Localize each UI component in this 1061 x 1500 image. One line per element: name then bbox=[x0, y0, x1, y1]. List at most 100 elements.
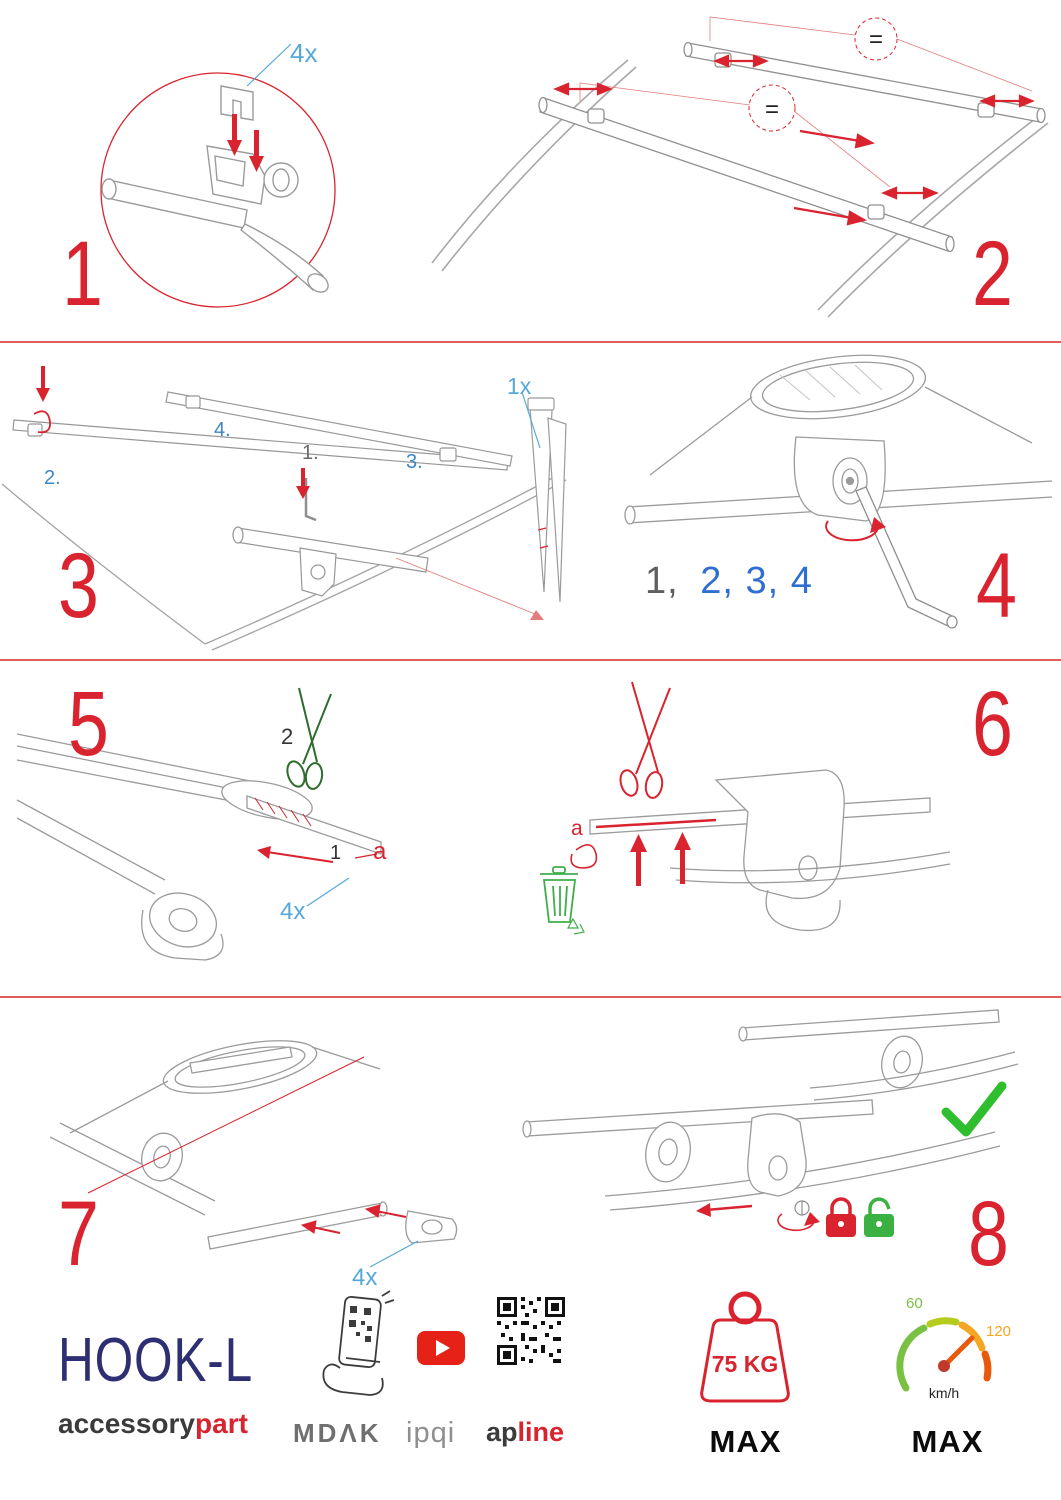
pointer-line bbox=[395, 557, 541, 617]
step4-illustration bbox=[624, 354, 1053, 629]
step2-illustration: = = bbox=[431, 16, 1049, 318]
a-pointer bbox=[354, 853, 378, 859]
speedometer-icon: 60 120 km/h bbox=[896, 1295, 1011, 1401]
crossbars bbox=[538, 41, 1046, 253]
weight-max-label: MAX bbox=[709, 1424, 782, 1459]
section-divider bbox=[0, 659, 1061, 661]
pull-arrow-head bbox=[257, 846, 271, 859]
speed-max-label: MAX bbox=[911, 1424, 984, 1459]
rotate-arrow bbox=[33, 410, 51, 434]
padlock-unlocked-icon bbox=[864, 1197, 894, 1237]
step3-sub4-label: 4. bbox=[214, 419, 231, 441]
push-arrow bbox=[705, 1204, 753, 1212]
step2-number: 2 bbox=[972, 223, 1013, 325]
qty-pointer-line bbox=[306, 877, 350, 907]
logo-ipqi: ipqi bbox=[406, 1417, 456, 1449]
alignment-line bbox=[87, 1056, 365, 1194]
scissors-icon bbox=[619, 681, 671, 799]
bar-bracket-drawing bbox=[589, 769, 951, 932]
hatch-lines bbox=[779, 364, 883, 401]
step7-number: 7 bbox=[58, 1183, 99, 1285]
step5-qty-label: 4x bbox=[280, 898, 306, 925]
rotate-arrow bbox=[825, 520, 880, 542]
strap-hatch bbox=[254, 797, 312, 827]
step5-pull-label: 1 bbox=[330, 842, 342, 864]
qr-code-icon bbox=[497, 1297, 565, 1365]
speed-low-label: 60 bbox=[906, 1295, 923, 1312]
recycle-icon bbox=[566, 917, 585, 935]
allen-key-drawing bbox=[855, 486, 958, 629]
equal-sign-mid: = bbox=[765, 96, 779, 123]
step3-sub1-label: 1. bbox=[302, 442, 319, 464]
insert-arrows bbox=[227, 114, 264, 172]
step4-seq-blue: 2, 3, 4 bbox=[700, 560, 813, 602]
step6-illustration bbox=[540, 681, 951, 935]
strap-line bbox=[595, 818, 717, 829]
logo-apline: apline bbox=[486, 1419, 564, 1446]
step1-qty-label: 4x bbox=[290, 38, 318, 68]
scissors-icon bbox=[286, 687, 332, 790]
brand-logo: accessorypart bbox=[58, 1410, 248, 1438]
rail-clamp-drawing bbox=[624, 354, 1053, 525]
section-divider bbox=[0, 996, 1061, 998]
pointer-head bbox=[530, 610, 544, 620]
weight-value: 75 KG bbox=[712, 1351, 778, 1377]
padlock-locked-icon bbox=[826, 1197, 856, 1237]
locked-assembly-drawing bbox=[522, 1009, 1019, 1211]
step5-a-label: a bbox=[373, 838, 387, 865]
step4-number: 4 bbox=[976, 535, 1017, 637]
step8-number: 8 bbox=[968, 1183, 1009, 1285]
step1-number: 1 bbox=[62, 223, 103, 325]
weight-icon: 75 KG bbox=[700, 1291, 790, 1403]
youtube-icon bbox=[417, 1331, 465, 1365]
rail-cap-drawing bbox=[49, 1040, 458, 1250]
cutoff-curl bbox=[570, 844, 598, 869]
speed-high-label: 120 bbox=[986, 1323, 1011, 1340]
logo-line: line bbox=[517, 1417, 565, 1447]
pull-arrow bbox=[266, 851, 334, 863]
allen-key-drawing bbox=[304, 478, 317, 522]
speed-unit-label: km/h bbox=[929, 1385, 959, 1401]
qty-pointer-line bbox=[369, 1240, 419, 1268]
roof-rails bbox=[431, 59, 1049, 318]
qty-pointer-line bbox=[521, 391, 541, 449]
step3-sub2-label: 2. bbox=[44, 467, 61, 489]
trash-bin-icon bbox=[540, 866, 578, 923]
logo-mdak: MDΛK bbox=[293, 1418, 382, 1448]
section-divider bbox=[0, 341, 1061, 343]
step4-sequence: 1, 2, 3, 4 bbox=[645, 560, 813, 603]
spacing-arrows bbox=[553, 54, 1035, 226]
rail-lines bbox=[16, 733, 266, 895]
key-rotate-arrow-head bbox=[804, 1212, 820, 1226]
logo-ap: ap bbox=[486, 1417, 518, 1447]
step8-illustration bbox=[522, 1009, 1019, 1237]
step6-number: 6 bbox=[972, 673, 1013, 775]
step3-sub3-label: 3. bbox=[406, 451, 423, 473]
step3-number: 3 bbox=[58, 535, 99, 637]
step3-illustration bbox=[1, 366, 567, 651]
step3-qty-label: 1x bbox=[507, 373, 532, 399]
step1-illustration bbox=[100, 43, 336, 308]
step5-illustration bbox=[16, 687, 382, 961]
rotate-arrow-head bbox=[870, 517, 886, 533]
strap-marks bbox=[537, 527, 549, 549]
equal-sign-top: = bbox=[869, 26, 883, 53]
step6-a-label: a bbox=[571, 817, 583, 840]
zoom-circle-icon bbox=[100, 72, 336, 308]
qty-pointer-line bbox=[246, 43, 292, 87]
step7-qty-label: 4x bbox=[352, 1264, 378, 1291]
phone-scan-icon bbox=[322, 1290, 395, 1396]
cap-insert-arrows bbox=[300, 1204, 407, 1234]
step5-number: 5 bbox=[68, 673, 109, 775]
lock-key-drawing bbox=[794, 1200, 810, 1216]
checkmark-icon bbox=[941, 1081, 1007, 1137]
clamp-drawing bbox=[101, 85, 329, 293]
brand-accessory: accessory bbox=[58, 1408, 196, 1439]
step5-scissors-label: 2 bbox=[281, 724, 294, 749]
measure-lines bbox=[579, 16, 1033, 188]
rail-end-strap bbox=[141, 780, 382, 961]
crossbar-drawing bbox=[12, 391, 513, 597]
step3-arrows bbox=[36, 366, 310, 499]
strap-drawing bbox=[527, 397, 567, 603]
